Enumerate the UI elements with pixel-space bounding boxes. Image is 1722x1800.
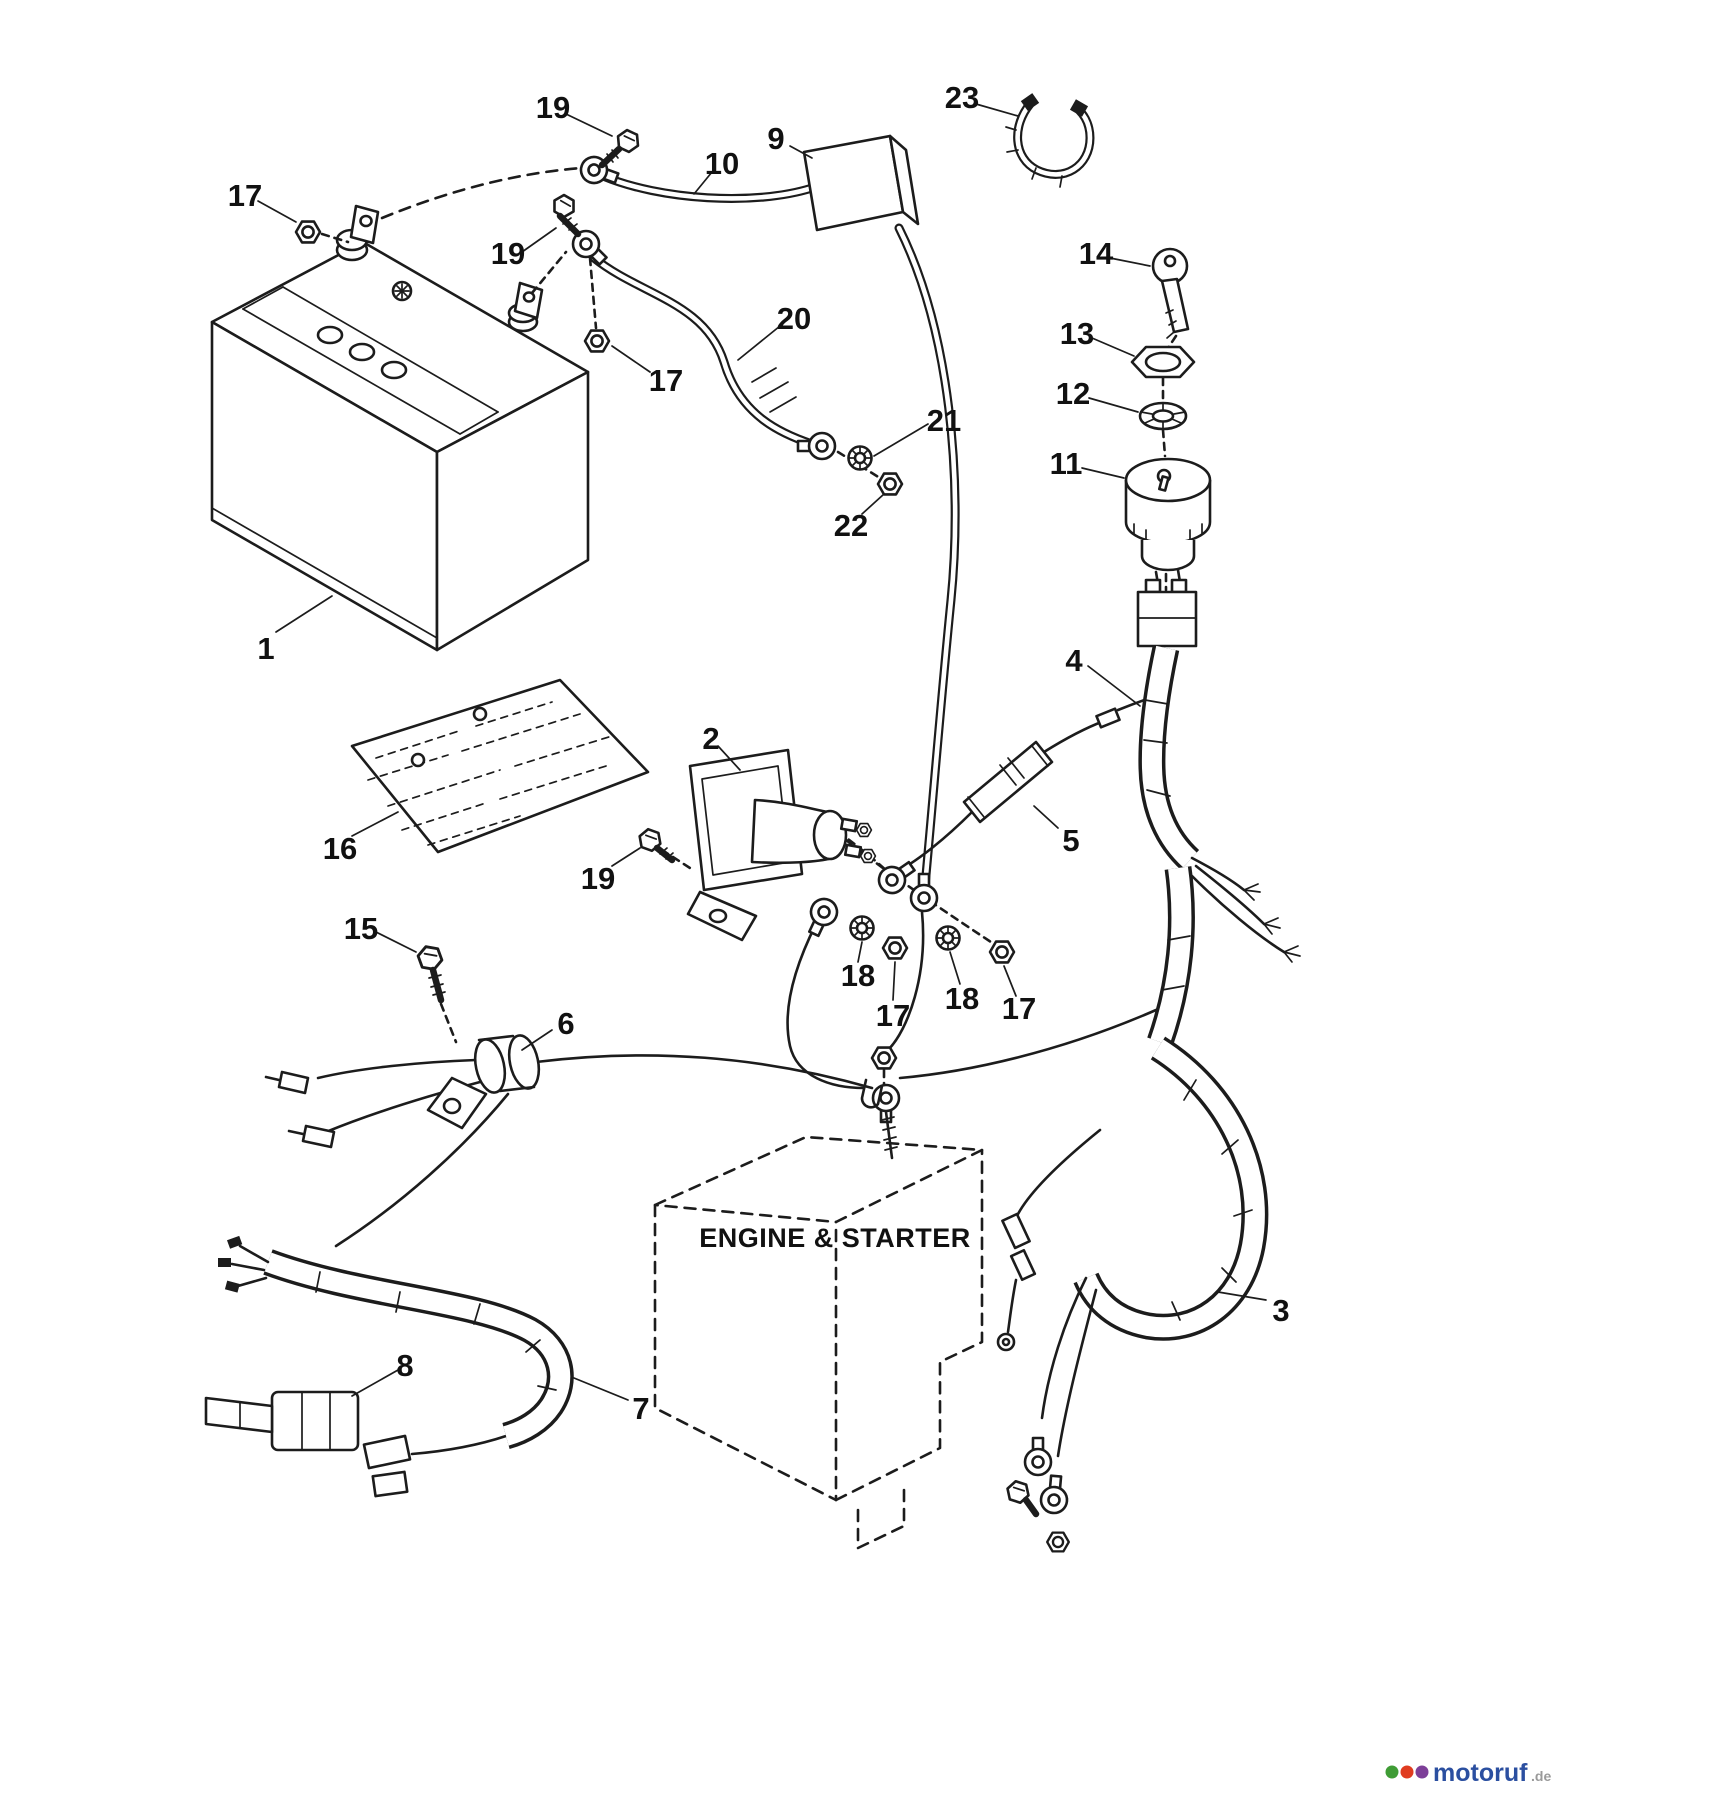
bolts [414, 126, 1040, 1518]
callout-18: 18 [945, 981, 979, 1016]
switch-nut [1130, 345, 1196, 379]
callout-16: 16 [323, 831, 357, 866]
switch-washer [1138, 401, 1188, 431]
callout-2: 2 [702, 721, 719, 756]
ignition-switch [1124, 457, 1212, 586]
callout-17: 17 [649, 363, 683, 398]
callout-7: 7 [632, 1391, 649, 1426]
ground-hatch [751, 367, 797, 413]
inline-resistor [962, 707, 1121, 824]
callout-14: 14 [1079, 236, 1114, 271]
bolt-15 [414, 944, 446, 972]
callout-21: 21 [927, 403, 961, 438]
hex-nut [870, 1046, 898, 1070]
ring-terminal [1038, 1473, 1071, 1516]
callout-19: 19 [491, 236, 525, 271]
logo-dot-green-icon [1385, 1765, 1399, 1779]
callout-12: 12 [1056, 376, 1090, 411]
spade-terminal [277, 1070, 310, 1095]
callout-19: 19 [536, 90, 570, 125]
lock-washer-21 [847, 445, 873, 471]
hex-nut-17 [583, 329, 611, 353]
callout-9: 9 [767, 121, 784, 156]
callout-8: 8 [396, 1348, 413, 1383]
multi-pin-connector [270, 1390, 360, 1452]
hex-nut-17 [294, 220, 322, 244]
callout-3: 3 [1272, 1293, 1289, 1328]
callout-13: 13 [1060, 316, 1094, 351]
callout-20: 20 [777, 301, 811, 336]
hex-nut-17 [881, 936, 909, 960]
logo-dot-purple-icon [1415, 1765, 1429, 1779]
solenoid-stud-nut [859, 848, 877, 864]
battery-pad-decal [350, 678, 650, 854]
callout-19: 19 [581, 861, 615, 896]
lock-washer-18 [849, 915, 875, 941]
callout-6: 6 [557, 1006, 574, 1041]
ring-terminal [800, 893, 843, 941]
callout-leader-lines [257, 103, 1267, 1401]
retainer-clip [1005, 93, 1095, 188]
callout-22: 22 [834, 508, 868, 543]
ring-terminal [909, 872, 939, 913]
ignition-key [1151, 247, 1190, 339]
watermark-brand: motoruf [1433, 1759, 1528, 1787]
watermark-tld: .de [1531, 1768, 1551, 1784]
switch-connector-harness [1136, 578, 1301, 1047]
callout-17: 17 [228, 178, 262, 213]
callout-18: 18 [841, 958, 875, 993]
motoruf-watermark: motoruf .de [1385, 1759, 1551, 1787]
wires [316, 171, 1158, 1456]
cable-clamp [264, 1034, 541, 1149]
hex-nut-17 [988, 940, 1016, 964]
starter-solenoid [686, 748, 877, 942]
callout-1: 1 [257, 631, 274, 666]
lower-harness [204, 1235, 574, 1498]
callout-15: 15 [344, 911, 378, 946]
logo-dot-red-icon [1400, 1765, 1414, 1779]
engine-starter-label: ENGINE & STARTER [699, 1223, 971, 1253]
callout-4: 4 [1065, 643, 1083, 678]
callout-23: 23 [945, 80, 979, 115]
terminal-hardware [294, 152, 1016, 1160]
battery [210, 204, 590, 652]
circuit-breaker [802, 134, 920, 232]
engine-starter-box: ENGINE & STARTER [653, 1135, 984, 1550]
callouts: 17 19 10 9 23 14 13 12 11 19 20 17 21 22… [228, 80, 1290, 1426]
callout-17: 17 [1002, 991, 1036, 1026]
spade-terminal [301, 1124, 336, 1149]
hex-nut-22 [876, 472, 904, 496]
main-harness [996, 1036, 1269, 1553]
hex-nut [1046, 1531, 1070, 1553]
callout-11: 11 [1050, 446, 1083, 481]
callout-10: 10 [705, 146, 739, 181]
callout-17: 17 [876, 998, 910, 1033]
solenoid-stud-nut [855, 822, 873, 838]
ring-terminal [1023, 1436, 1053, 1477]
lock-washer-18 [935, 925, 961, 951]
callout-5: 5 [1062, 823, 1079, 858]
